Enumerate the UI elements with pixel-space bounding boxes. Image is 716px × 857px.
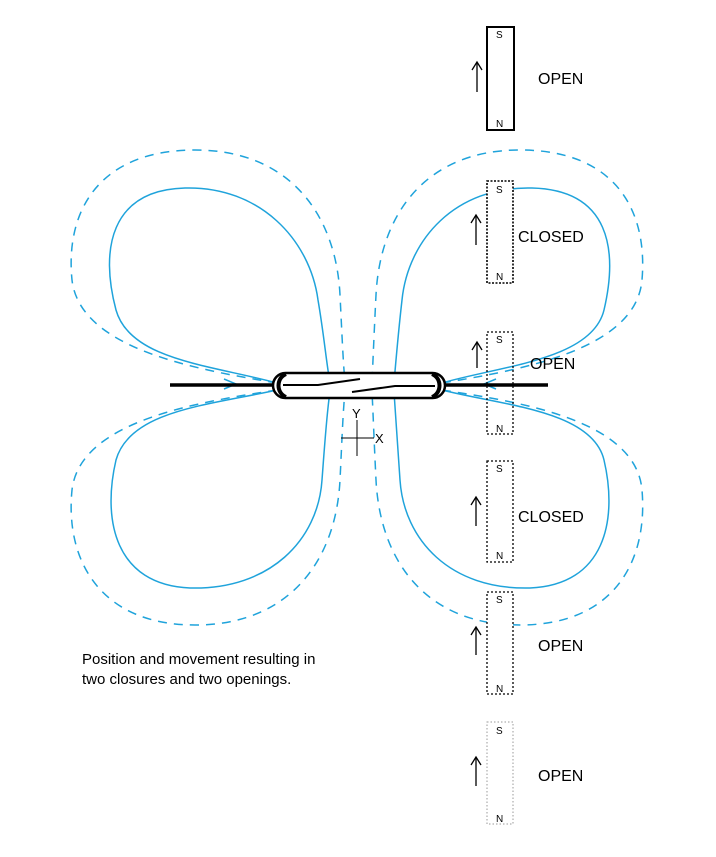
magnet-pole-s: S [496,464,503,475]
bar-magnet [486,591,514,695]
magnet-pole-s: S [496,185,503,196]
switch-state-label: OPEN [538,638,583,655]
switch-state-label: CLOSED [518,509,584,526]
bar-magnet [486,721,514,825]
diagram-caption: Position and movement resulting in two c… [82,650,402,690]
magnet-position-3: S N OPEN [471,331,575,435]
reed-blade-right [351,385,435,393]
capsule-seal-right [430,372,442,399]
field-lobe-inner-top-right [393,187,611,384]
magnet-pole-n: N [496,119,503,130]
capsule-seal-left [276,372,288,399]
magnet-pole-s: S [496,30,503,41]
magnet-position-2: S N CLOSED [470,180,584,284]
field-lobe-inner-bottom-left [110,389,331,589]
magnet-pole-n: N [496,551,503,562]
magnet-pole-n: N [496,814,503,825]
magnetic-field-lines [70,149,644,626]
switch-state-label: OPEN [538,71,583,88]
bar-magnet [486,180,514,284]
up-arrow-icon [470,755,482,786]
axis-cross: Y X [341,406,384,456]
glass-capsule [271,371,447,400]
switch-state-label: OPEN [538,768,583,785]
caption-line-1: Position and movement resulting in [82,651,316,668]
up-arrow-icon [470,495,482,526]
reed-blade-left [283,378,361,386]
axis-x-label: X [375,431,384,446]
switch-state-label: OPEN [530,356,575,373]
magnet-position-5: S N OPEN [470,591,583,695]
field-lobe-inner-top-left [108,187,331,384]
magnet-pole-s: S [496,595,503,606]
field-lobe-outer-top-right [371,149,644,384]
magnet-position-4: S N CLOSED [470,460,584,563]
bar-magnet [486,331,514,435]
magnet-pole-s: S [496,335,503,346]
field-lobe-outer-bottom-left [70,389,346,626]
magnet-position-1: S N OPEN [471,26,583,131]
field-lobe-outer-top-left [70,149,346,384]
magnet-pole-s: S [496,726,503,737]
field-lobe-outer-bottom-right [371,389,644,626]
axis-y-label: Y [352,406,361,421]
field-lobe-inner-bottom-right [393,389,610,589]
switch-state-label: CLOSED [518,229,584,246]
magnet-pole-n: N [496,272,503,283]
bar-magnet [486,460,514,563]
up-arrow-icon [471,340,483,368]
magnet-pole-n: N [496,424,503,435]
reed-switch [170,371,548,400]
caption-line-2: two closures and two openings. [82,671,292,688]
magnet-pole-n: N [496,684,503,695]
up-arrow-icon [470,625,482,655]
bar-magnet [486,26,515,131]
up-arrow-icon [471,60,483,92]
up-arrow-icon [470,213,482,245]
magnet-position-6: S N OPEN [470,721,583,825]
